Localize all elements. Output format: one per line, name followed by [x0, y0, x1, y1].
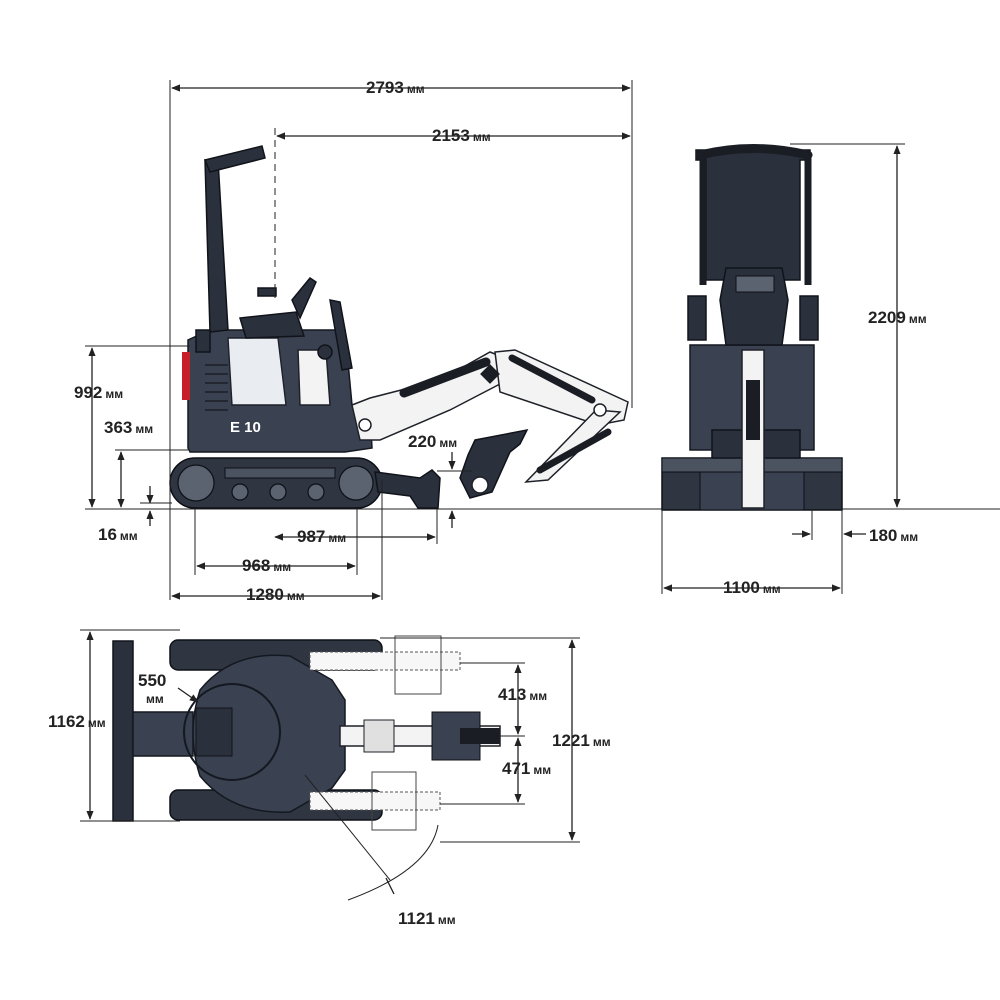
- dim-tail-swing-unit: мм: [146, 692, 164, 706]
- dim-tail-swing: 550: [138, 671, 166, 690]
- top-dozer-blade: [112, 640, 134, 822]
- top-boom-arm: [309, 635, 501, 831]
- side-view: E 10: [74, 78, 640, 604]
- top-upper-structure: [192, 654, 346, 813]
- side-boom-arm: [351, 349, 629, 499]
- side-dozer-blade: [374, 469, 441, 509]
- model-badge: E 10: [230, 419, 261, 436]
- side-upper-structure: [182, 276, 373, 453]
- side-rops-canopy: [195, 145, 266, 353]
- side-track: [169, 457, 383, 509]
- tail-light: [182, 352, 190, 400]
- side-extension-lines: [85, 80, 633, 600]
